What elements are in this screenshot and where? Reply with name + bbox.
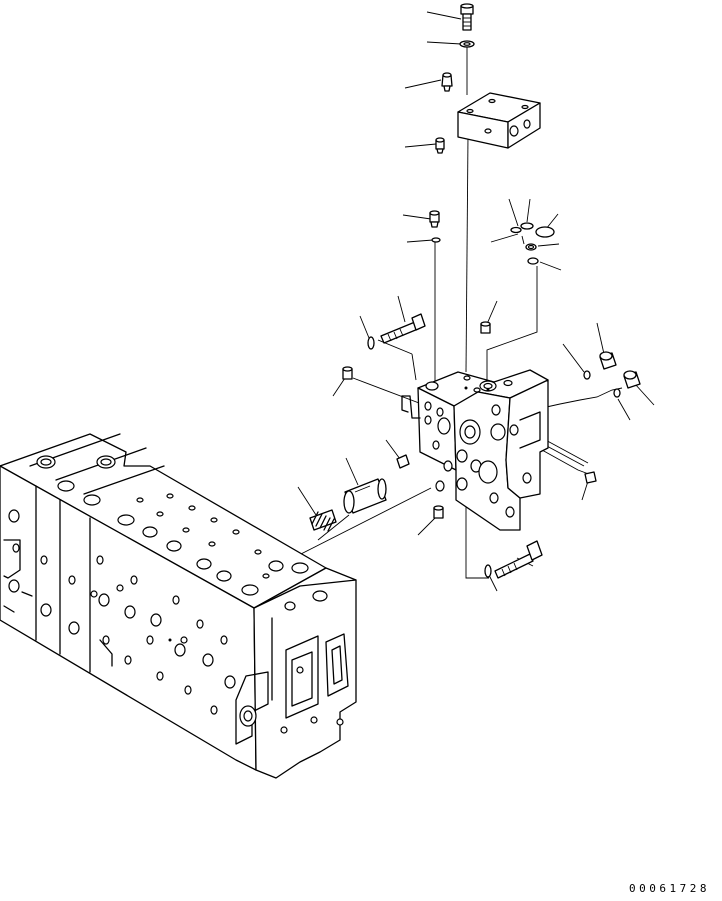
plug-mid [397,455,409,468]
plug-lower-right [585,472,596,483]
main-valve-body [0,434,356,778]
plug-left-column [430,211,440,242]
seal-cluster [511,223,554,264]
plug-small-top [442,73,452,91]
plug-small-lower [436,138,444,153]
plug-lower-center [434,506,443,518]
spool [344,479,386,513]
long-bolt-upper [368,314,425,349]
plug-left [343,367,352,379]
plug-right-a [584,352,616,379]
washer [460,41,474,95]
cover-block [458,93,540,148]
valve-section [402,370,548,530]
leader-lines [298,12,654,591]
long-bolt-lower [485,541,542,578]
plug-right-upper [481,322,490,333]
detail-dots [168,386,490,642]
top-bolt [461,4,473,30]
drawing-number: 00061728 [629,882,710,895]
spring [310,510,336,531]
plug-right-b [614,371,640,397]
